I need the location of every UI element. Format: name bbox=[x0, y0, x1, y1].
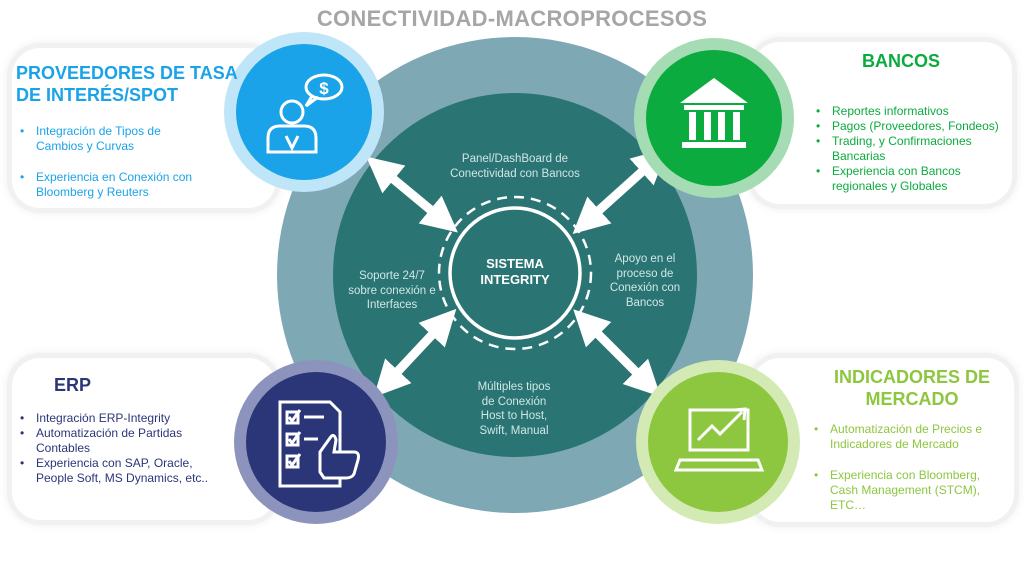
indicadores-title: INDICADORES DE MERCADO bbox=[833, 367, 990, 409]
list-item: Integración ERP-Integrity bbox=[18, 411, 248, 426]
support-text: Soporte 24/7 sobre conexión e Interfaces bbox=[348, 270, 436, 311]
erp-title: ERP bbox=[54, 375, 92, 395]
support-banks-text: Apoyo en el proceso de Conexión con Banc… bbox=[609, 253, 681, 309]
bancos-list: Reportes informativos Pagos (Proveedores… bbox=[814, 104, 1014, 194]
arrow-proveedores bbox=[366, 156, 458, 233]
list-item: Pagos (Proveedores, Fondeos) bbox=[814, 119, 1014, 134]
person-dollar-icon bbox=[266, 73, 344, 154]
core-dashed-ring bbox=[437, 195, 593, 351]
list-item: Experiencia con Bloomberg,Cash Managemen… bbox=[812, 468, 1017, 513]
checklist-thumbs-up-icon bbox=[278, 400, 360, 488]
list-item: Reportes informativos bbox=[814, 104, 1014, 119]
list-item: Experiencia con SAP, Oracle,People Soft,… bbox=[18, 456, 248, 486]
page-title: CONECTIVIDAD-MACROPROCESOS bbox=[316, 6, 708, 31]
core-label: SISTEMA INTEGRITY bbox=[480, 256, 550, 287]
proveedores-title: PROVEEDORES DE TASA DE INTERÉS/SPOT bbox=[16, 63, 238, 105]
arrow-bancos bbox=[572, 147, 669, 235]
erp-circle bbox=[246, 372, 386, 512]
bank-icon bbox=[680, 78, 748, 148]
erp-list: Integración ERP-Integrity Automatización… bbox=[18, 411, 248, 486]
indicadores-circle bbox=[648, 372, 788, 512]
connection-types-text: Múltiples tipos de Conexión Host to Host… bbox=[477, 381, 551, 437]
dashboard-text: Panel/DashBoard de Conectividad con Banc… bbox=[450, 153, 580, 180]
arrow-erp bbox=[373, 308, 457, 398]
bancos-circle bbox=[646, 50, 782, 186]
bancos-title: BANCOS bbox=[862, 51, 941, 71]
core-circle bbox=[448, 206, 582, 340]
laptop-chart-icon bbox=[673, 407, 765, 472]
dollar-sign-icon: $ bbox=[319, 79, 329, 98]
arrow-indicadores bbox=[573, 309, 661, 397]
